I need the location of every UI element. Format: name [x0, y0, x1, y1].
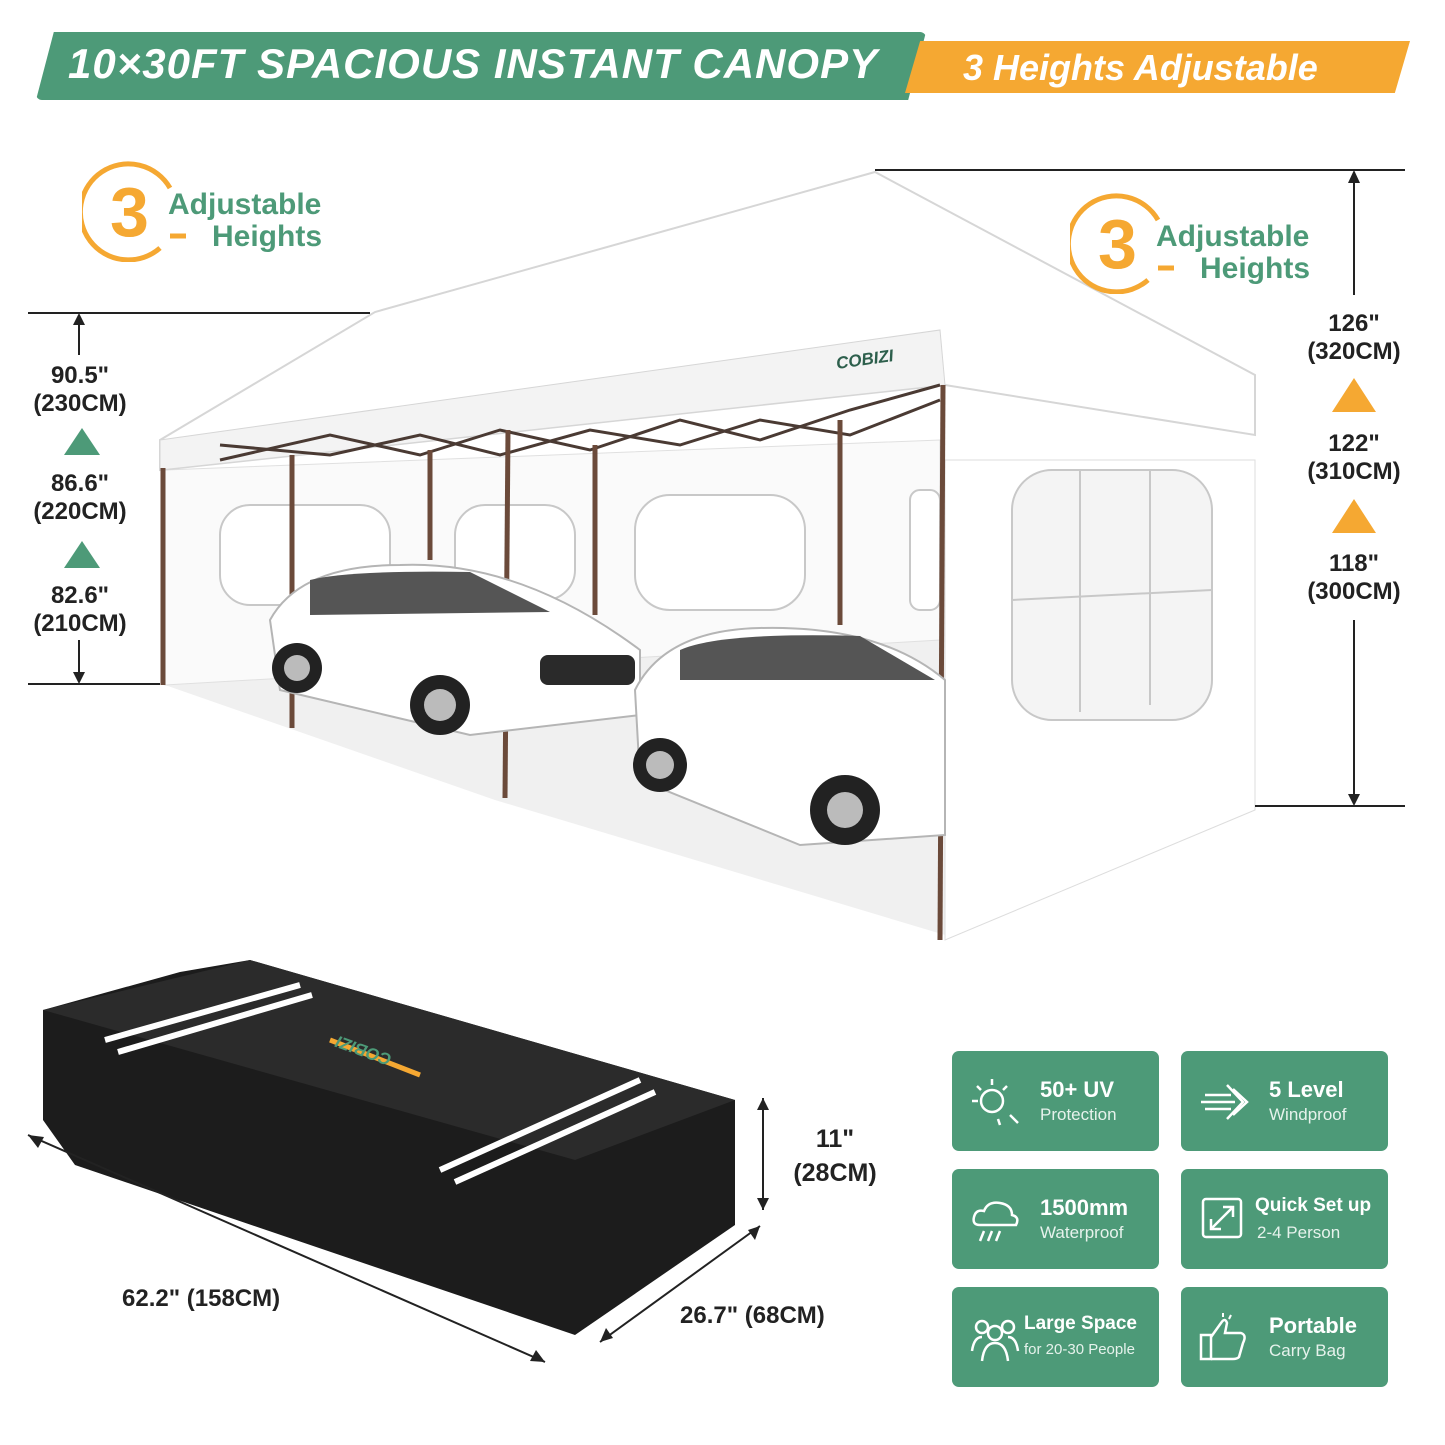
feature-subtitle: Waterproof [1040, 1223, 1124, 1242]
feature-subtitle: Protection [1040, 1105, 1117, 1124]
feature-tile-portable: Portable Carry Bag [1181, 1287, 1388, 1387]
circular-arrow-icon [1070, 193, 1174, 294]
badge-number: 3 [110, 173, 149, 251]
feature-subtitle: for 20-30 People [1024, 1341, 1135, 1358]
expand-arrows-icon [1201, 1197, 1243, 1239]
feature-tile-windproof: 5 Level Windproof [1181, 1051, 1388, 1151]
car-front-right [633, 626, 946, 847]
wind-icon [1201, 1084, 1249, 1120]
circular-arrow-icon [82, 161, 186, 262]
subtitle-banner: 3 Heights Adjustable [905, 41, 1410, 93]
people-group-icon [970, 1319, 1020, 1362]
badge-line2: Heights [1200, 252, 1311, 285]
bag-height-label: 11"(28CM) [793, 1125, 877, 1187]
feature-tile-quick-setup: Quick Set up 2-4 Person [1181, 1169, 1388, 1269]
feature-title: Portable [1269, 1313, 1358, 1338]
sun-uv-icon [972, 1079, 1019, 1126]
bag-width-label: 26.7" (68CM) [680, 1302, 825, 1329]
feature-tile-waterproof: 1500mm Waterproof [952, 1169, 1159, 1269]
feature-subtitle: 2-4 Person [1257, 1223, 1341, 1242]
peak-step-arrow-2 [1332, 499, 1376, 533]
bag-dim-lines [27, 1098, 764, 1363]
canopy-truss [219, 383, 941, 462]
peak-height-label-2: 122"(310CM) [1307, 430, 1401, 485]
peak-height-label-3: 118"(300CM) [1307, 550, 1401, 605]
side-wall-windows [1011, 469, 1213, 721]
feature-title: 50+ UV [1040, 1077, 1114, 1102]
eave-step-arrow-1 [64, 428, 100, 455]
feature-title: Large Space [1024, 1313, 1137, 1334]
carry-bag [43, 960, 735, 1335]
badge-number: 3 [1098, 205, 1137, 283]
eave-height-label-3: 82.6"(210CM) [33, 582, 127, 637]
badge-line2: Heights [212, 220, 323, 253]
rain-cloud-icon [972, 1201, 1019, 1242]
bag-length-label: 62.2" (158CM) [122, 1285, 281, 1312]
feature-title: 5 Level [1269, 1077, 1344, 1102]
eave-height-label-1: 90.5"(230CM) [33, 362, 127, 417]
feature-subtitle: Carry Bag [1269, 1341, 1346, 1360]
feature-tile-uv: 50+ UV Protection [952, 1051, 1159, 1151]
eave-step-arrow-2 [64, 541, 100, 568]
feature-title: Quick Set up [1255, 1195, 1372, 1216]
bag-reflective-stripes [104, 982, 657, 1185]
badge-line1: Adjustable [1156, 220, 1310, 253]
feature-title: 1500mm [1040, 1195, 1129, 1220]
badge-line1: Adjustable [168, 188, 322, 221]
car-front-left [268, 563, 641, 737]
peak-height-dim-lines [875, 169, 1405, 807]
peak-height-label-1: 126"(320CM) [1307, 310, 1401, 365]
title-banner: 10×30FT SPACIOUS INSTANT CANOPY [36, 32, 926, 100]
title-text: 10×30FT SPACIOUS INSTANT CANOPY [68, 40, 879, 87]
roof-valance [159, 329, 946, 471]
feature-tile-large-space: Large Space for 20-30 People [952, 1287, 1159, 1387]
peak-step-arrow-1 [1332, 378, 1376, 412]
subtitle-text: 3 Heights Adjustable [963, 47, 1318, 88]
feature-subtitle: Windproof [1269, 1105, 1347, 1124]
eave-height-label-2: 86.6"(220CM) [33, 470, 127, 525]
thumbs-up-icon [1199, 1313, 1246, 1361]
